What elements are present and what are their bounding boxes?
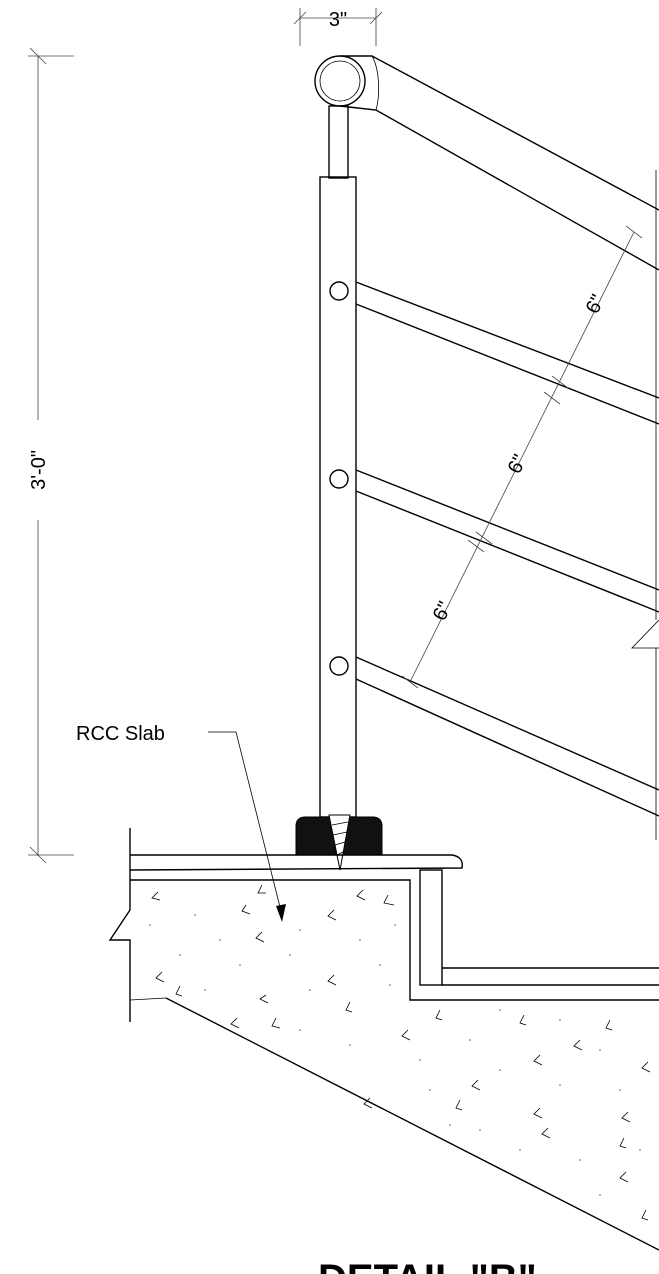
top-width-label: 3" bbox=[329, 9, 347, 31]
concrete-hatch bbox=[151, 884, 651, 1221]
rail-spacing-label-3: 6" bbox=[429, 598, 457, 624]
rail-spacing-label-1: 6" bbox=[582, 291, 610, 317]
slab-callout: RCC Slab bbox=[76, 723, 286, 922]
base-plate bbox=[295, 814, 383, 871]
rcc-slab-section bbox=[108, 879, 659, 1251]
post bbox=[319, 105, 357, 818]
rail-spacing-label-2: 6" bbox=[504, 451, 532, 477]
top-width-dimension: 3" bbox=[293, 8, 383, 46]
rail-spacing-dimensions: 6" 6" 6" bbox=[401, 225, 643, 689]
detail-title: DETAIL "B" bbox=[318, 1257, 537, 1274]
stair-tread bbox=[129, 828, 659, 986]
slab-label: RCC Slab bbox=[76, 723, 165, 745]
intermediate-rails bbox=[355, 170, 659, 840]
handrail bbox=[314, 55, 659, 271]
height-label: 3'-0" bbox=[28, 450, 50, 490]
concrete-stipple bbox=[149, 914, 641, 1196]
height-dimension: 3'-0" bbox=[28, 47, 74, 864]
